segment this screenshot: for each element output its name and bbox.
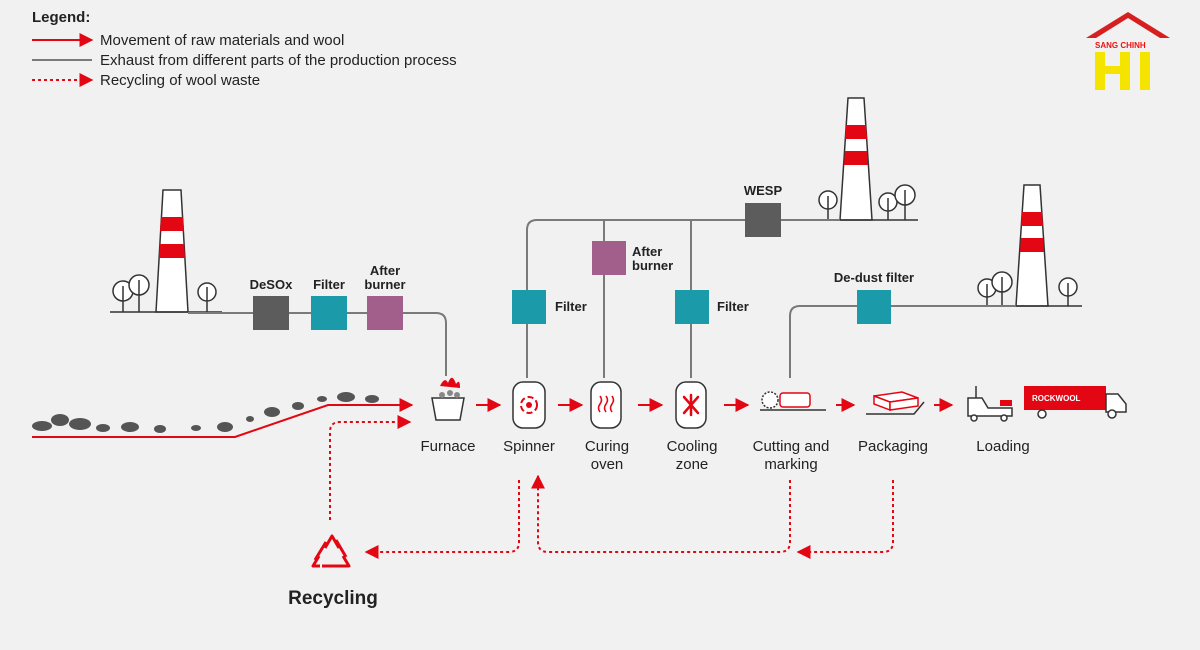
afterburner-box-2 (592, 241, 626, 275)
tree-icon (818, 184, 916, 220)
loading-label: Loading (976, 438, 1029, 455)
legend-title: Legend: (32, 9, 90, 26)
heat-icon (590, 381, 622, 429)
curing-label-l2: oven (591, 456, 624, 473)
truck-brand-label: ROCKWOOL (1032, 394, 1081, 403)
truck-icon: ROCKWOOL (967, 386, 1127, 422)
fan-icon (675, 381, 707, 429)
legend-item-exhaust: Exhaust from different parts of the prod… (100, 52, 457, 69)
recycling-flows (329, 415, 894, 559)
desox-label: DeSOx (250, 277, 293, 292)
furnace-icon (431, 377, 465, 421)
afterburner-label-2-l2: burner (632, 258, 673, 273)
legend-item-recycling: Recycling of wool waste (100, 72, 260, 89)
filter-box-2 (512, 290, 546, 324)
curing-label-l1: Curing (585, 438, 629, 455)
logo-text: SANG CHINH (1095, 41, 1146, 50)
cooling-label-l1: Cooling (667, 438, 718, 455)
legend-item-raw-materials: Movement of raw materials and wool (100, 32, 344, 49)
afterburner-label-1-l1: After (370, 263, 400, 278)
package-icon (866, 391, 925, 415)
house-logo-icon: SANG CHINH (1086, 12, 1170, 90)
afterburner-box-1 (367, 296, 403, 330)
spinner-icon (512, 381, 546, 429)
chimney-left (155, 189, 189, 313)
afterburner-label-1-l2: burner (364, 277, 405, 292)
chimney-middle (839, 97, 873, 221)
wesp-label: WESP (744, 183, 783, 198)
raw-material-rocks (32, 392, 379, 433)
spinner-label: Spinner (503, 438, 555, 455)
raw-material-conveyor-arrow (32, 398, 414, 438)
dedust-label: De-dust filter (834, 270, 914, 285)
recycling-label: Recycling (288, 588, 378, 609)
tree-icon (977, 271, 1078, 306)
filter-box-3 (675, 290, 709, 324)
dedust-filter-box (857, 290, 891, 324)
filter-label-1: Filter (313, 277, 345, 292)
cutting-label-l2: marking (764, 456, 817, 473)
wesp-box (745, 203, 781, 237)
cutting-label-l1: Cutting and (753, 438, 830, 455)
tree-icon (112, 274, 217, 312)
cooling-label-l2: zone (676, 456, 709, 473)
legend: Legend: Movement of raw materials and wo… (32, 9, 457, 89)
afterburner-label-2-l1: After (632, 244, 662, 259)
recycle-icon (311, 534, 351, 568)
filter-label-2: Filter (555, 299, 587, 314)
chimney-right (1015, 184, 1049, 307)
packaging-label: Packaging (858, 438, 928, 455)
filter-label-3: Filter (717, 299, 749, 314)
saw-icon (760, 391, 826, 411)
filter-box-1 (311, 296, 347, 330)
furnace-label: Furnace (420, 438, 475, 455)
desox-box (253, 296, 289, 330)
